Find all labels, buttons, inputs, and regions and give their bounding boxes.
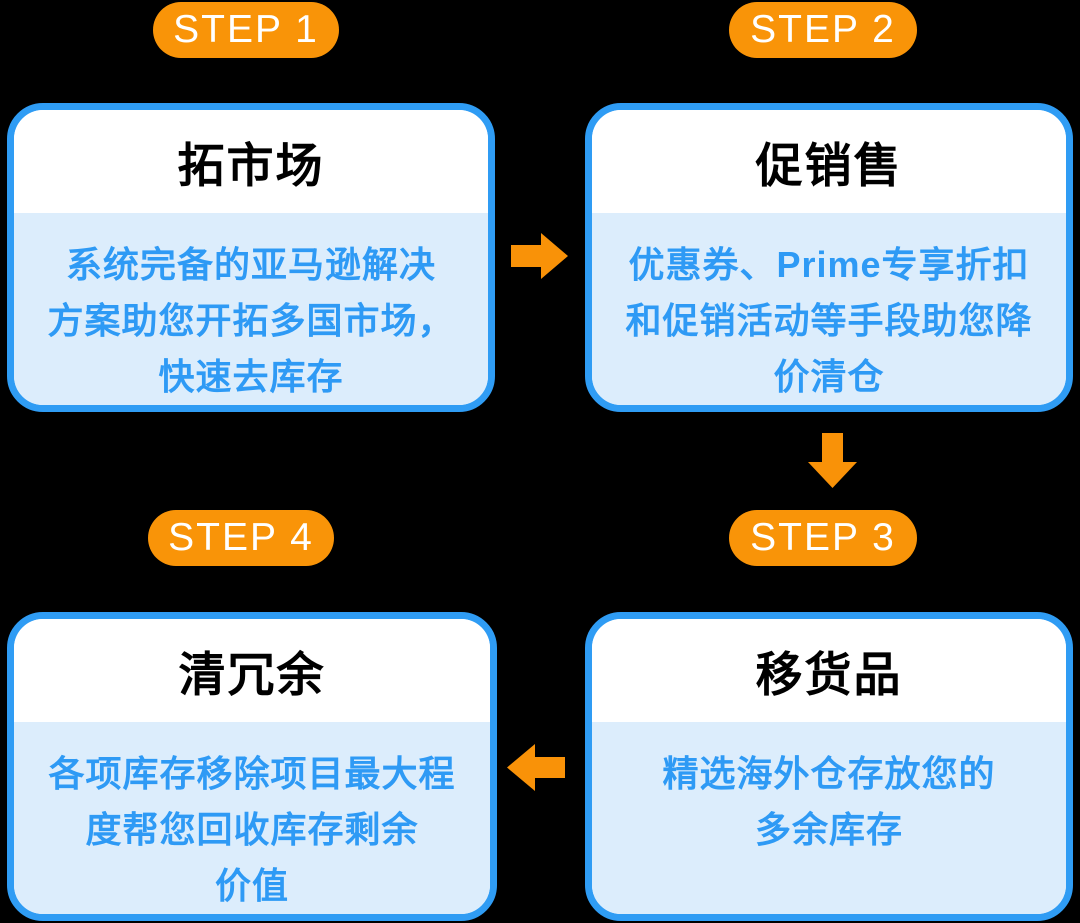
step-1-card-header: 拓市场 <box>14 110 488 213</box>
step-3-title: 移货品 <box>755 648 903 701</box>
step-2-badge: STEP 2 <box>729 2 917 58</box>
step-4-card-header: 清冗余 <box>14 619 490 722</box>
step-2-card-body: 优惠券、Prime专享折扣 和促销活动等手段助您降 价清仓 <box>592 213 1066 405</box>
step-1-card-body: 系统完备的亚马逊解决 方案助您开拓多国市场， 快速去库存 <box>14 213 488 405</box>
step-1-card: 拓市场 系统完备的亚马逊解决 方案助您开拓多国市场， 快速去库存 <box>7 103 495 412</box>
step-3-card-header: 移货品 <box>592 619 1066 722</box>
step-4-title: 清冗余 <box>178 648 326 701</box>
arrow-down-icon <box>808 433 857 488</box>
step-4-card: 清冗余 各项库存移除项目最大程 度帮您回收库存剩余 价值 <box>7 612 497 921</box>
step-3-description: 精选海外仓存放您的 多余库存 <box>662 753 996 850</box>
step-3-card-body: 精选海外仓存放您的 多余库存 <box>592 722 1066 914</box>
step-3-card: 移货品 精选海外仓存放您的 多余库存 <box>585 612 1073 921</box>
step-4-card-body: 各项库存移除项目最大程 度帮您回收库存剩余 价值 <box>14 722 490 914</box>
arrow-right-icon <box>511 233 568 279</box>
step-2-card-header: 促销售 <box>592 110 1066 213</box>
step-1-badge: STEP 1 <box>153 2 339 58</box>
step-1-description: 系统完备的亚马逊解决 方案助您开拓多国市场， 快速去库存 <box>47 244 455 397</box>
step-2-card: 促销售 优惠券、Prime专享折扣 和促销活动等手段助您降 价清仓 <box>585 103 1073 412</box>
step-2-title: 促销售 <box>755 139 903 192</box>
step-3-badge: STEP 3 <box>729 510 917 566</box>
step-4-badge: STEP 4 <box>148 510 334 566</box>
step-4-description: 各项库存移除项目最大程 度帮您回收库存剩余 价值 <box>48 753 456 906</box>
arrow-left-icon <box>507 744 565 791</box>
step-1-title: 拓市场 <box>177 139 325 192</box>
step-2-description: 优惠券、Prime专享折扣 和促销活动等手段助您降 价清仓 <box>625 244 1033 397</box>
